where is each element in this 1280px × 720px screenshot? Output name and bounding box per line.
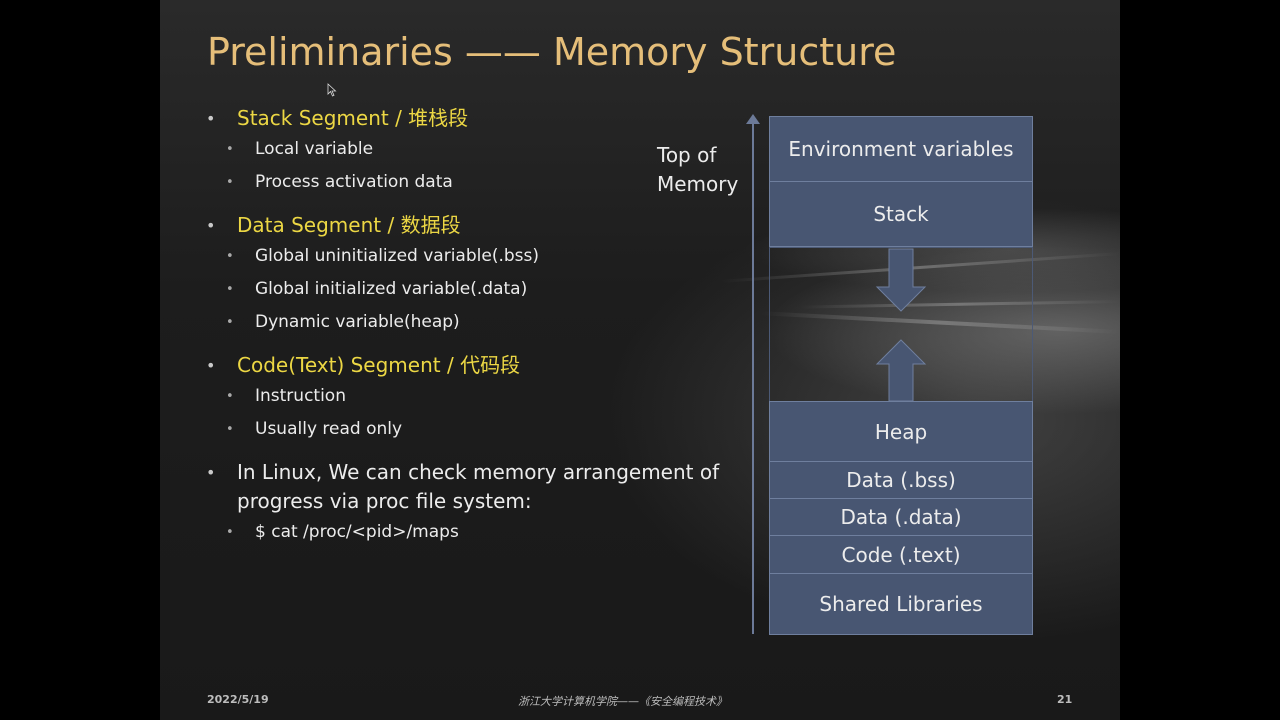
bullet-list: Stack Segment / 堆栈段 Local variable Proce… — [206, 100, 766, 549]
stack-item: Local variable — [206, 133, 766, 166]
code-item: Instruction — [206, 380, 766, 413]
heap-grows-up-arrow-icon — [875, 339, 927, 402]
slide-title: Preliminaries —— Memory Structure — [207, 30, 897, 74]
memory-address-axis — [752, 118, 754, 634]
stack-block: Stack — [769, 181, 1033, 247]
environment-variables-block: Environment variables — [769, 116, 1033, 182]
footer-date: 2022/5/19 — [207, 693, 269, 706]
footer-page-number: 21 — [1057, 693, 1073, 706]
bss-block: Data (.bss) — [769, 461, 1033, 499]
footer-course: 浙江大学计算机学院——《安全编程技术》 — [518, 695, 727, 708]
shared-libraries-block: Shared Libraries — [769, 573, 1033, 635]
linux-command: $ cat /proc/<pid>/maps — [206, 516, 766, 549]
axis-arrowhead-icon — [746, 114, 760, 124]
heap-block: Heap — [769, 401, 1033, 462]
slide: Preliminaries —— Memory Structure Stack … — [160, 0, 1120, 720]
stack-item: Process activation data — [206, 166, 766, 199]
linux-note: In Linux, We can check memory arrangemen… — [206, 458, 766, 516]
mouse-cursor-icon — [327, 83, 337, 97]
code-item: Usually read only — [206, 413, 766, 446]
data-item: Dynamic variable(heap) — [206, 306, 766, 339]
top-of-memory-label: Top of Memory — [657, 143, 739, 196]
data-segment-heading: Data Segment / 数据段 — [206, 211, 766, 240]
code-segment-heading: Code(Text) Segment / 代码段 — [206, 351, 766, 380]
data-item: Global uninitialized variable(.bss) — [206, 240, 766, 273]
data-item: Global initialized variable(.data) — [206, 273, 766, 306]
text-block: Code (.text) — [769, 535, 1033, 574]
stack-segment-heading: Stack Segment / 堆栈段 — [206, 104, 766, 133]
stack-grows-down-arrow-icon — [875, 248, 927, 312]
data-block: Data (.data) — [769, 498, 1033, 536]
